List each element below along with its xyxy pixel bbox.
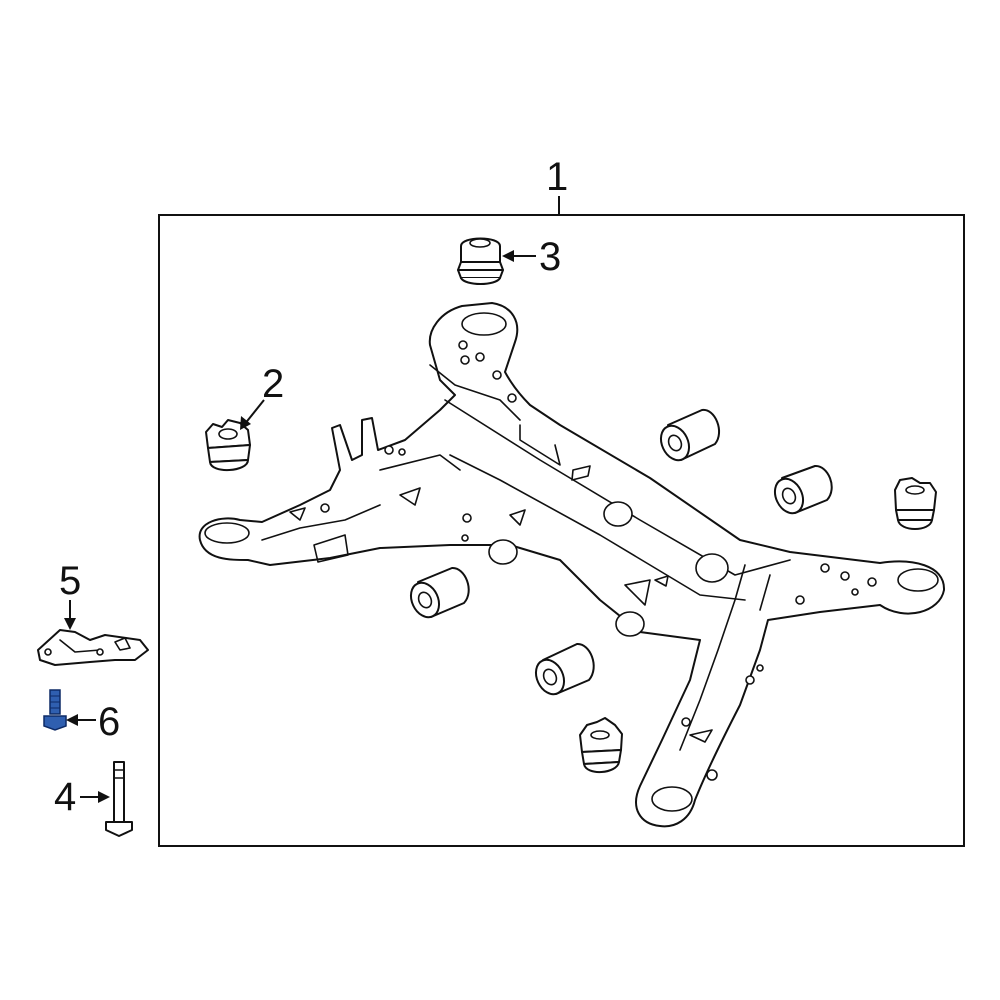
- subframe-assembly[interactable]: [198, 302, 946, 828]
- subframe-mount-bushing[interactable]: [205, 419, 251, 471]
- callout-6-label: 6: [98, 700, 120, 744]
- callout-3-arrowhead: [502, 250, 514, 262]
- callout-3-label: 3: [539, 235, 561, 279]
- brace-bracket[interactable]: [37, 629, 149, 666]
- callout-5-arrowhead: [64, 618, 76, 630]
- ribbed-mount-bushing[interactable]: [579, 717, 623, 773]
- callout-2-leader: [243, 399, 265, 426]
- callout-4-arrowhead: [98, 791, 110, 803]
- callout-2-label: 2: [262, 362, 284, 406]
- callout-6-arrowhead: [66, 714, 78, 726]
- cylindrical-bushing[interactable]: [656, 408, 721, 465]
- callout-5-label: 5: [59, 559, 81, 603]
- ribbed-mount-bushing[interactable]: [894, 477, 937, 530]
- bracket-bolt-highlighted[interactable]: [43, 689, 67, 731]
- callout-1-label: 1: [546, 155, 568, 199]
- long-subframe-bolt[interactable]: [105, 761, 133, 837]
- cylindrical-bushing[interactable]: [770, 464, 833, 518]
- callout-4-label: 4: [54, 775, 76, 819]
- subframe-mount-bushing-rear[interactable]: [457, 237, 504, 285]
- cylindrical-bushing[interactable]: [406, 566, 470, 622]
- assembly-frame-box: [158, 214, 965, 847]
- cylindrical-bushing[interactable]: [531, 642, 595, 699]
- callout-2-arrowhead: [240, 416, 251, 430]
